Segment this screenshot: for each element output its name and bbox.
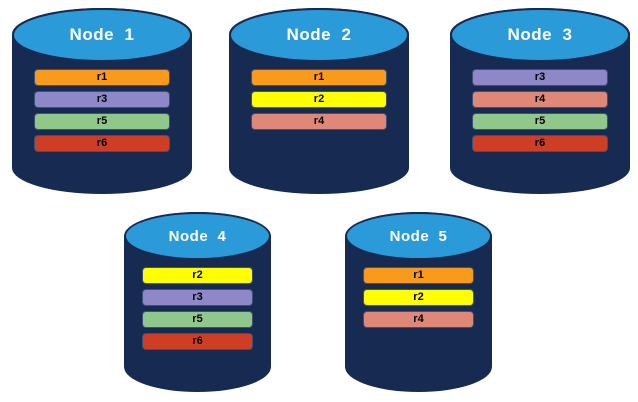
node-label: Node 3 [507,25,573,44]
replica-bar[interactable]: r5 [35,114,169,129]
replica-bar[interactable]: r3 [473,70,607,85]
cylinder-top-disc [345,212,492,260]
replica-bar[interactable]: r3 [35,92,169,107]
replica-bar[interactable]: r3 [143,290,252,305]
node-cylinder-5[interactable]: Node 5 r1 r2 r4 [345,212,492,392]
node-label: Node 2 [286,25,352,44]
replica-bar[interactable]: r4 [473,92,607,107]
replica-bar[interactable]: r5 [473,114,607,129]
node-cylinder-2[interactable]: Node 2 r1 r2 r4 [229,8,409,194]
replica-list-node-1: r1 r3 r5 r6 [35,70,169,151]
replica-bar[interactable]: r1 [252,70,386,85]
replica-bar[interactable]: r1 [35,70,169,85]
node-label: Node 4 [168,227,227,245]
node-cylinder-3[interactable]: Node 3 r3 r4 r5 r6 [450,8,630,194]
cylinder-top-disc [12,8,192,62]
replica-list-node-2: r1 r2 r4 [252,70,386,129]
replica-bar[interactable]: r2 [252,92,386,107]
node-cylinder-1[interactable]: Node 1 r1 r3 r5 r6 [12,8,192,194]
node-cylinder-4[interactable]: Node 4 r2 r3 r5 r6 [124,212,271,392]
replica-list-node-5: r1 r2 r4 [364,268,473,327]
node-label: Node 5 [389,227,448,245]
replica-bar[interactable]: r1 [364,268,473,283]
replica-bar[interactable]: r6 [143,334,252,349]
cylinder-top-disc [124,212,271,260]
replica-list-node-4: r2 r3 r5 r6 [143,268,252,349]
replica-bar[interactable]: r4 [252,114,386,129]
replica-bar[interactable]: r2 [143,268,252,283]
replica-bar[interactable]: r2 [364,290,473,305]
cylinder-top-disc [450,8,630,62]
replica-bar[interactable]: r6 [473,136,607,151]
replica-bar[interactable]: r6 [35,136,169,151]
replica-bar[interactable]: r5 [143,312,252,327]
cylinder-top-disc [229,8,409,62]
replica-bar[interactable]: r4 [364,312,473,327]
replica-list-node-3: r3 r4 r5 r6 [473,70,607,151]
node-label: Node 1 [69,25,135,44]
